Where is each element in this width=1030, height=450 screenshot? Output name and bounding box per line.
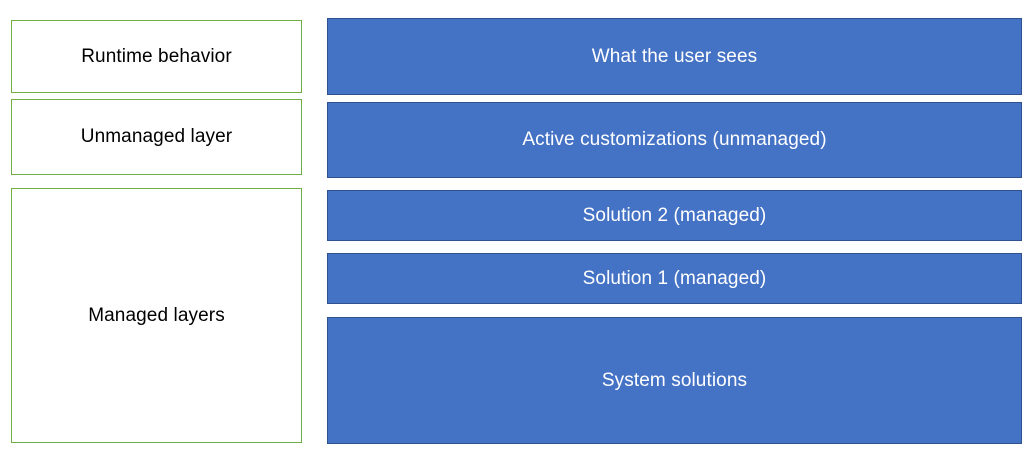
layer-box-text: Solution 1 (managed)	[582, 267, 767, 289]
label-box-managed-layers: Managed layers	[11, 188, 302, 443]
layer-box-text: What the user sees	[591, 45, 758, 67]
layer-box-text: Active customizations (unmanaged)	[522, 129, 827, 151]
layer-box-text: System solutions	[601, 369, 748, 391]
layer-box-system-solutions: System solutions	[327, 317, 1022, 444]
layer-box-solution-1: Solution 1 (managed)	[327, 253, 1022, 304]
label-box-text: Unmanaged layer	[80, 126, 233, 148]
label-box-text: Runtime behavior	[81, 45, 232, 67]
label-box-text: Managed layers	[88, 304, 225, 326]
label-box-unmanaged-layer: Unmanaged layer	[11, 99, 302, 175]
layer-box-solution-2: Solution 2 (managed)	[327, 190, 1022, 241]
layer-box-active-customizations: Active customizations (unmanaged)	[327, 102, 1022, 178]
layer-box-what-the-user-sees: What the user sees	[327, 18, 1022, 95]
label-box-runtime-behavior: Runtime behavior	[11, 20, 302, 93]
layer-box-text: Solution 2 (managed)	[582, 204, 767, 226]
